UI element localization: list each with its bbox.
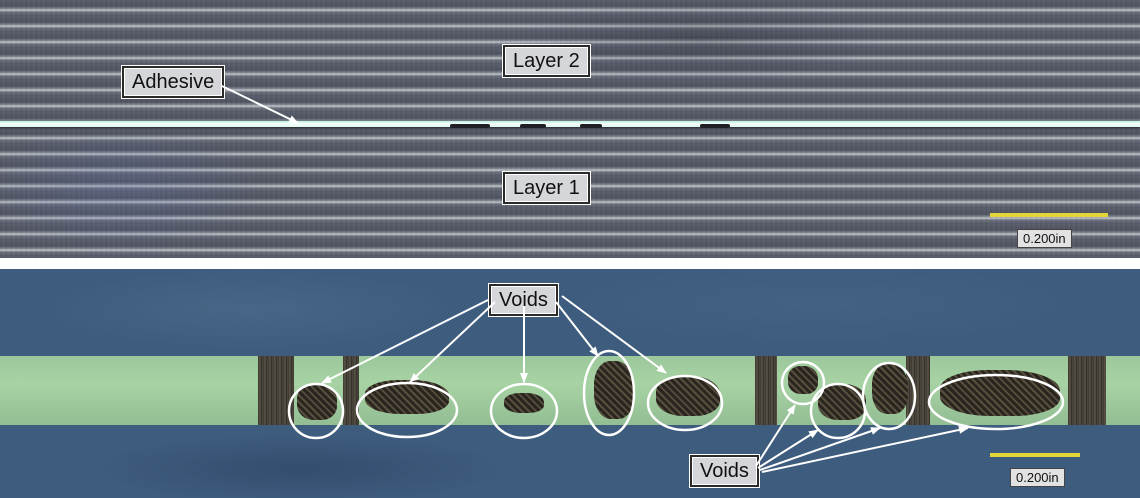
void-region — [788, 366, 818, 394]
voids-label-top: Voids — [489, 284, 558, 316]
top-micrograph: Layer 2 Layer 1 Adhesive 0.200in — [0, 0, 1140, 258]
adhesive-gap — [450, 124, 490, 128]
void-region — [872, 364, 908, 414]
fiber-band — [755, 356, 777, 425]
void-region — [365, 380, 449, 414]
void-region — [504, 393, 544, 413]
layer-2-label: Layer 2 — [503, 45, 590, 77]
bottom-micrograph: Voids Voids 0.200in — [0, 269, 1140, 498]
adhesive-gap — [700, 124, 730, 128]
layer-1-label: Layer 1 — [503, 172, 590, 204]
voids-label-bottom: Voids — [690, 455, 759, 487]
adhesive-gap — [520, 124, 546, 128]
top-scale-label: 0.200in — [1017, 229, 1072, 248]
void-region — [594, 361, 634, 419]
panel-divider — [0, 258, 1140, 269]
adhesive-label: Adhesive — [122, 66, 225, 98]
bottom-scale-bar — [990, 453, 1080, 457]
specimen-strip — [0, 356, 1140, 425]
fiber-band — [258, 356, 294, 425]
void-region — [818, 384, 866, 420]
void-region — [656, 376, 720, 416]
top-scale-bar — [990, 213, 1108, 217]
fiber-band — [343, 356, 359, 425]
void-region — [297, 384, 337, 420]
bottom-scale-label: 0.200in — [1010, 468, 1065, 487]
fiber-band — [906, 356, 930, 425]
fiber-band — [1068, 356, 1106, 425]
void-region — [940, 370, 1060, 416]
adhesive-layer — [0, 121, 1140, 127]
adhesive-gap — [580, 124, 602, 128]
top-texture — [0, 0, 1140, 258]
